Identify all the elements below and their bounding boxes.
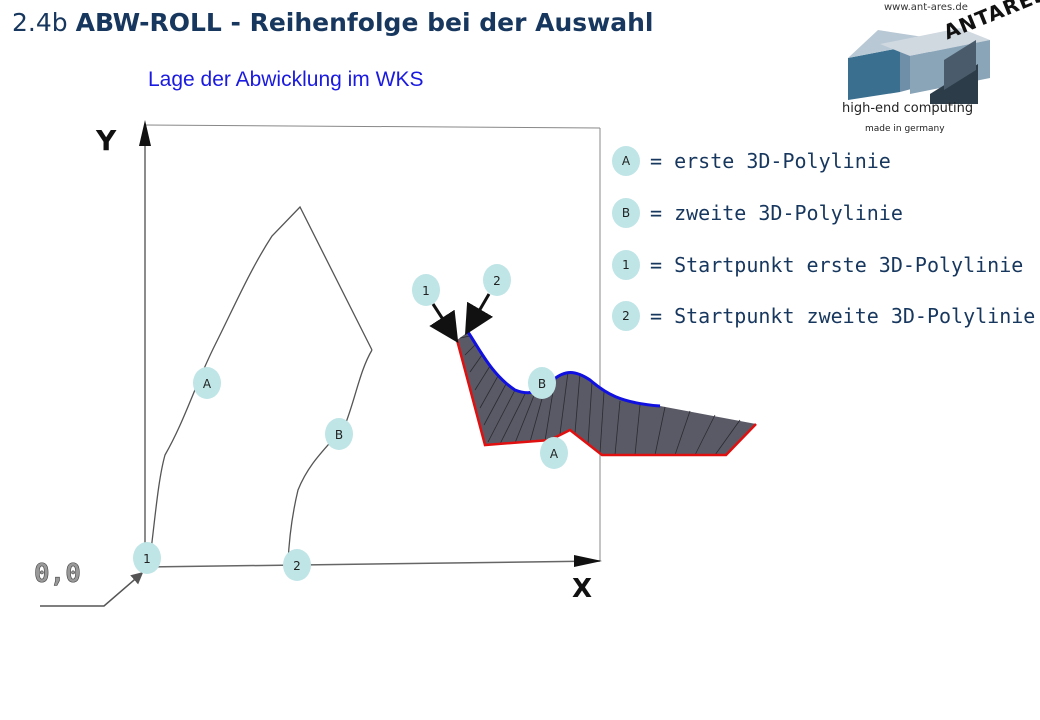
svg-text:1: 1 xyxy=(422,284,430,298)
svg-text:B: B xyxy=(335,428,343,442)
svg-text:1: 1 xyxy=(143,552,151,566)
marker-surface-start-1: 1 xyxy=(412,274,440,306)
legend-marker: 1 xyxy=(612,250,640,280)
marker-curve-b: B xyxy=(325,418,353,450)
logo-cubes-icon xyxy=(848,28,990,104)
legend-item-start-first: 1 = Startpunkt erste 3D-Polylinie xyxy=(612,250,1023,280)
title-main: ABW-ROLL - Reihenfolge bei der Auswahl xyxy=(75,8,654,37)
y-axis-label: Y xyxy=(95,124,117,157)
legend-marker: B xyxy=(612,198,640,228)
logo-subline: made in germany xyxy=(865,124,945,134)
curve-b xyxy=(287,349,373,564)
legend-marker: 2 xyxy=(612,301,640,331)
y-axis-arrowhead xyxy=(139,120,151,146)
start-arrow-1 xyxy=(429,303,459,344)
legend-item-first-polyline: A = erste 3D-Polylinie xyxy=(612,146,891,176)
polyline-first-edge xyxy=(455,339,757,457)
svg-text:A: A xyxy=(203,377,212,391)
svg-text:2: 2 xyxy=(493,274,501,288)
marker-curve-a: A xyxy=(193,367,221,399)
legend-marker: A xyxy=(612,146,640,176)
diagram-subtitle: Lage der Abwicklung im WKS xyxy=(148,68,424,91)
title-prefix: 2.4b xyxy=(12,8,68,37)
logo-url: www.ant-ares.de xyxy=(884,2,968,13)
legend-text: = zweite 3D-Polylinie xyxy=(650,201,903,225)
legend-text: = Startpunkt erste 3D-Polylinie xyxy=(650,253,1024,277)
marker-start-2: 2 xyxy=(283,549,311,581)
svg-text:B: B xyxy=(538,377,546,391)
x-axis-arrowhead xyxy=(574,555,602,567)
origin-pointer xyxy=(40,572,144,607)
start-arrow-2 xyxy=(464,293,494,336)
wks-frame xyxy=(144,124,601,568)
marker-surface-b: B xyxy=(528,367,556,399)
legend-item-start-second: 2 = Startpunkt zweite 3D-Polylinie xyxy=(612,301,1035,331)
x-axis-label: X xyxy=(572,574,592,604)
legend-item-second-polyline: B = zweite 3D-Polylinie xyxy=(612,198,903,228)
marker-surface-a: A xyxy=(540,437,568,469)
svg-text:2: 2 xyxy=(293,559,301,573)
curve-a xyxy=(149,205,373,559)
svg-text:A: A xyxy=(550,447,559,461)
origin-label: 0,0 xyxy=(34,559,81,589)
ruled-surface xyxy=(455,331,757,457)
logo-tagline: high-end computing xyxy=(842,101,974,116)
legend-text: = Startpunkt zweite 3D-Polylinie xyxy=(650,304,1036,328)
marker-surface-start-2: 2 xyxy=(483,264,511,296)
page-title: 2.4b ABW-ROLL - Reihenfolge bei der Ausw… xyxy=(12,8,653,37)
marker-start-1: 1 xyxy=(133,542,161,574)
legend-text: = erste 3D-Polylinie xyxy=(650,149,891,173)
